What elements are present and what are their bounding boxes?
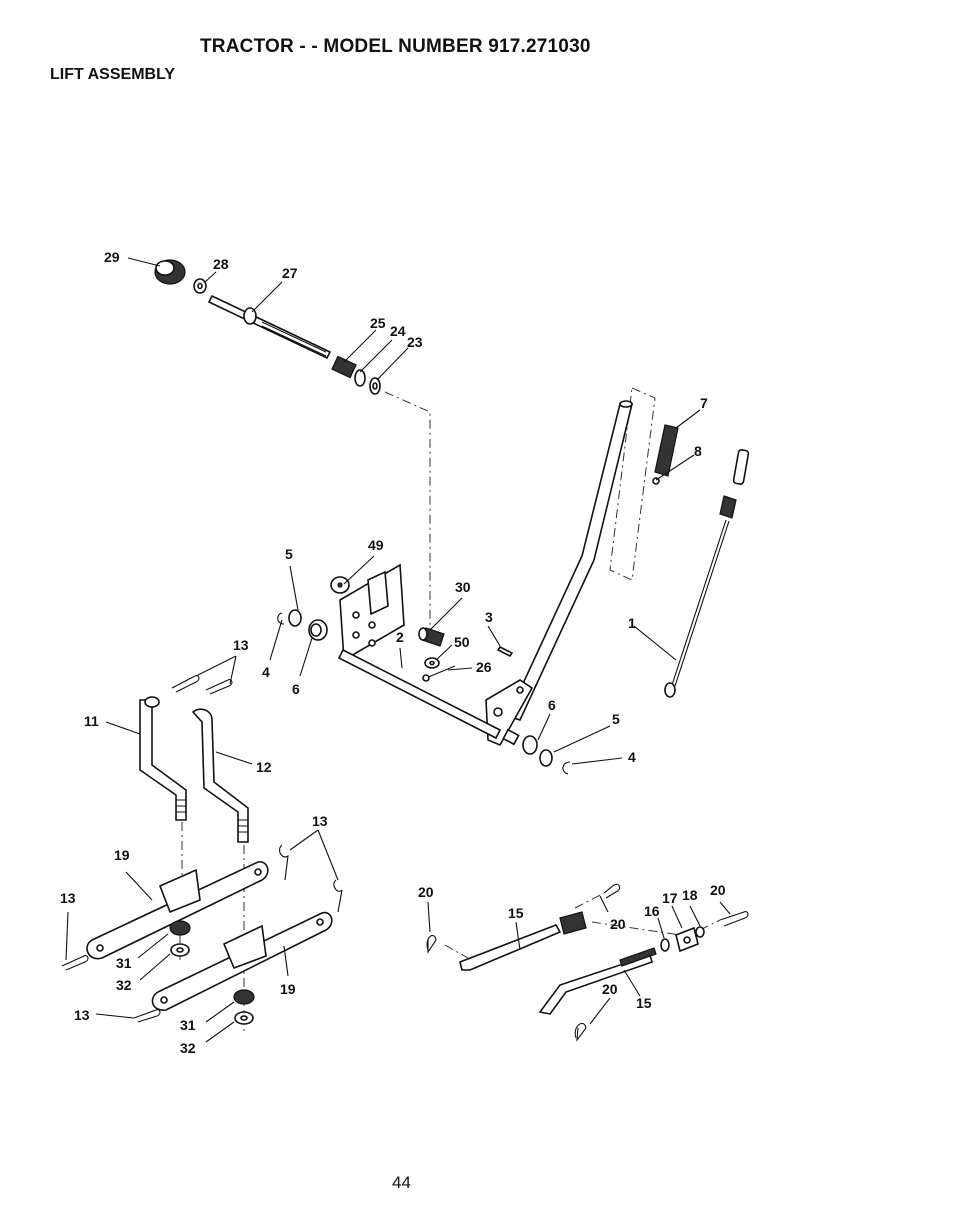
threaded-rod-part-27 <box>207 294 332 360</box>
callout-7: 7 <box>700 395 708 411</box>
shaft-part-2 <box>337 648 520 746</box>
callout-13-bottom: 13 <box>74 1007 90 1023</box>
callout-4-right: 4 <box>628 749 636 765</box>
washer-part-24 <box>354 369 366 387</box>
pin-part-3 <box>496 645 514 658</box>
bracket-plate <box>339 563 405 662</box>
callout-12: 12 <box>256 759 272 775</box>
hairpin-clips-13 <box>61 675 343 1023</box>
lift-arm-part-19-lower <box>151 911 333 1011</box>
pin-part-18 <box>695 926 705 938</box>
washer-part-49 <box>330 576 350 594</box>
callout-31-lower: 31 <box>180 1017 196 1033</box>
washer-part-23 <box>369 377 381 395</box>
callout-11: 11 <box>84 713 99 729</box>
callout-19-upper: 19 <box>114 847 130 863</box>
callout-16: 16 <box>644 903 660 919</box>
callout-32-upper: 32 <box>116 977 132 993</box>
callout-15-lower: 15 <box>636 995 652 1011</box>
callout-50: 50 <box>454 634 470 650</box>
rod-part-15-lower <box>538 947 657 1015</box>
callout-28: 28 <box>213 256 229 272</box>
callout-29: 29 <box>104 249 120 265</box>
callout-32-lower: 32 <box>180 1040 196 1056</box>
lift-link-part-11 <box>139 696 187 821</box>
page-title: TRACTOR - - MODEL NUMBER 917.271030 <box>200 36 591 57</box>
callout-25: 25 <box>370 315 386 331</box>
lift-lever <box>485 400 634 747</box>
callout-labels: 29 28 27 25 24 23 7 8 49 5 30 3 1 13 4 6… <box>60 249 726 1056</box>
rod-part-15-upper <box>459 911 587 971</box>
fitting-part-30 <box>418 627 445 647</box>
ring-part-5-left <box>288 609 302 627</box>
nut-part-50 <box>424 657 440 669</box>
callout-20-right: 20 <box>710 882 726 898</box>
bushing-part-6-left <box>308 619 328 641</box>
callout-13-top: 13 <box>233 637 249 653</box>
nut-part-32-lower <box>234 1011 254 1025</box>
rod-part-1 <box>664 449 750 698</box>
bushing-part-6-right <box>522 735 538 755</box>
bushing-part-31-lower <box>233 989 255 1005</box>
callout-19-lower: 19 <box>280 981 296 997</box>
spring-part-25 <box>331 355 357 379</box>
callout-8: 8 <box>694 443 702 459</box>
callout-49: 49 <box>368 537 384 553</box>
callout-23: 23 <box>407 334 423 350</box>
callout-18: 18 <box>682 887 698 903</box>
callout-15-upper: 15 <box>508 905 524 921</box>
callout-3: 3 <box>485 609 493 625</box>
callout-4-left: 4 <box>262 664 270 680</box>
grip-part-7 <box>654 424 679 477</box>
callout-30: 30 <box>455 579 471 595</box>
bushing-part-31-upper <box>169 920 191 936</box>
ring-part-5-right <box>539 749 553 767</box>
clip-part-4-left <box>277 612 285 625</box>
washer-part-16 <box>660 938 670 952</box>
callout-6-right: 6 <box>548 697 556 713</box>
callout-13-left: 13 <box>60 890 76 906</box>
callout-31-upper: 31 <box>116 955 132 971</box>
bolt-part-26 <box>422 665 456 682</box>
section-title: LIFT ASSEMBLY <box>50 66 176 83</box>
callout-20-mid: 20 <box>610 916 626 932</box>
washer-part-28 <box>193 278 207 294</box>
callout-6-left: 6 <box>292 681 300 697</box>
callout-5-right: 5 <box>612 711 620 727</box>
callout-2: 2 <box>396 629 404 645</box>
callout-24: 24 <box>390 323 406 339</box>
callout-20-left: 20 <box>418 884 434 900</box>
callout-20-bottom: 20 <box>602 981 618 997</box>
callout-13-mid: 13 <box>312 813 328 829</box>
callout-27: 27 <box>282 265 298 281</box>
block-part-17 <box>675 926 699 953</box>
clips-part-20 <box>426 883 749 1042</box>
nut-part-32-upper <box>170 943 190 957</box>
callout-leader-lines <box>65 257 731 1043</box>
clip-part-4-right <box>562 761 571 775</box>
lift-arm-part-19-upper <box>86 861 269 960</box>
callout-26: 26 <box>476 659 492 675</box>
page-number: 44 <box>392 1173 411 1192</box>
callout-17: 17 <box>662 890 678 906</box>
callout-5-left: 5 <box>285 546 293 562</box>
knob-part-29 <box>154 259 186 285</box>
lift-link-part-12 <box>191 708 249 843</box>
callout-1: 1 <box>628 615 636 631</box>
